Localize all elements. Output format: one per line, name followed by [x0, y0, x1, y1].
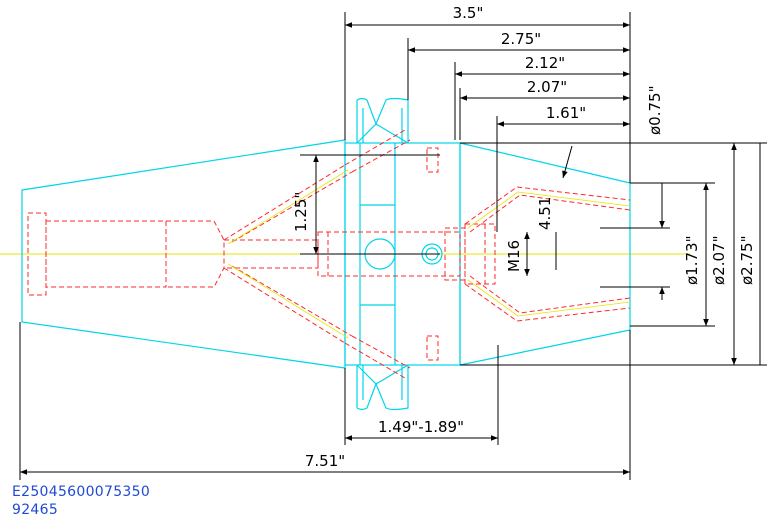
dim-dia-1-73: ø1.73": [683, 236, 701, 285]
dim-dia-2-75: ø2.75": [738, 236, 756, 285]
dim-2-75-length: 2.75": [501, 30, 541, 48]
dimension-lines: [19, 12, 767, 480]
dim-4-51: 4.51: [536, 197, 554, 230]
part-code: 92465: [12, 502, 59, 518]
dim-1-61: 1.61": [546, 104, 586, 122]
dim-dia-0-75: ø0.75": [646, 86, 664, 135]
dim-2-12: 2.12": [525, 54, 565, 72]
dim-dia-2-07: ø2.07": [710, 236, 728, 285]
dim-2-07-length: 2.07": [527, 78, 567, 96]
dim-3-5: 3.5": [453, 4, 484, 22]
v-groove-top: [356, 97, 409, 143]
dimension-labels: 3.5" 2.75" 2.12" 2.07" 1.61" ø0.75" ø1.7…: [292, 4, 756, 470]
dim-7-51: 7.51": [305, 452, 345, 470]
dim-1-49-1-89: 1.49"-1.89": [378, 418, 464, 436]
dim-1-25: 1.25": [292, 192, 310, 232]
dim-m16: M16: [505, 240, 523, 272]
v-groove-bottom: [356, 365, 409, 411]
part-number: E25045600075350: [12, 484, 151, 500]
hidden-geometry: [27, 129, 631, 379]
